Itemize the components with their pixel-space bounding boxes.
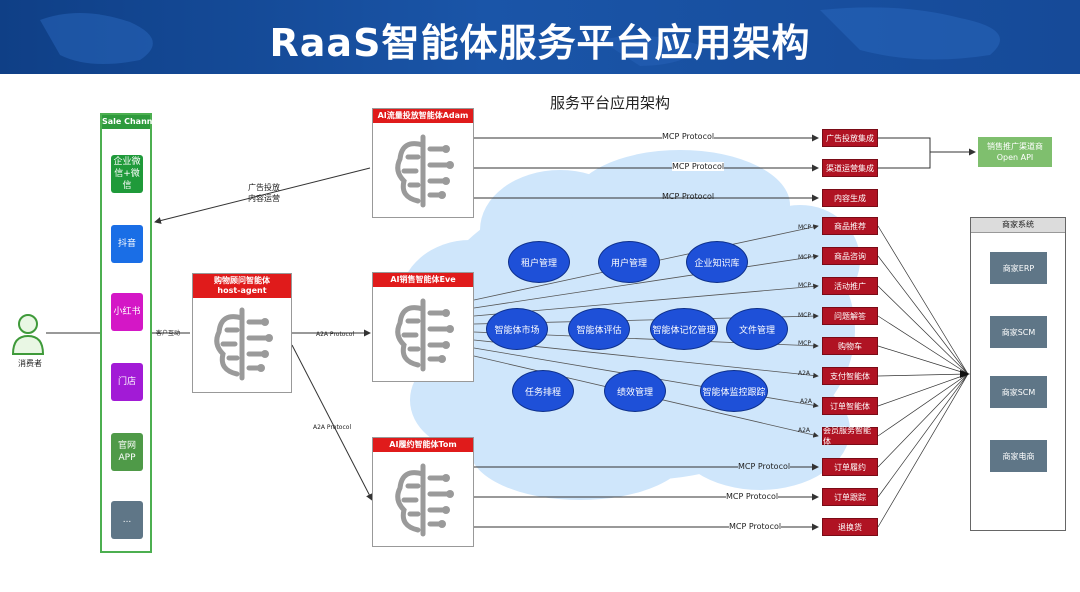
edge-label-mcp-small-1: MCP (798, 224, 811, 231)
edge-label-mcp-2: MCP Protocol (672, 162, 725, 171)
service-fulfillment[interactable]: 订单履约 (822, 458, 878, 476)
edge-label-customer-interaction: 客户互动 (156, 330, 181, 337)
module-task-scheduling[interactable]: 任务排程 (512, 370, 574, 412)
edge-label-a2a-host-tom: A2A Protocol (313, 424, 352, 431)
edge-label-mcp-1: MCP Protocol (662, 132, 715, 141)
module-file-management[interactable]: 文件管理 (726, 308, 788, 350)
edge-label-mcp-3: MCP Protocol (662, 192, 715, 201)
module-agent-evaluation[interactable]: 智能体评估 (568, 308, 630, 350)
brain-chip-icon (395, 463, 454, 537)
sale-channel-title: Sale Channel (102, 115, 161, 129)
module-user-management[interactable]: 用户管理 (598, 241, 660, 283)
edge-label-mcp-small-3: MCP (798, 282, 811, 289)
module-performance[interactable]: 绩效管理 (604, 370, 666, 412)
world-map-decoration (40, 7, 1000, 66)
service-channel-ops[interactable]: 渠道运营集成 (822, 159, 878, 177)
brain-chip-icon (395, 298, 454, 372)
service-promotion[interactable]: 活动推广 (822, 277, 878, 295)
merchant-ecommerce[interactable]: 商家电商 (990, 440, 1047, 472)
channel-wechat[interactable]: 企业微信+微信 (111, 155, 143, 193)
edge-label-a2a-small-3: A2A (798, 427, 811, 434)
brain-chip-icon (395, 134, 454, 208)
merchant-scm[interactable]: 商家SCM (990, 316, 1047, 348)
open-api-box[interactable]: 销售推广渠道商 Open API (978, 137, 1052, 167)
channel-website-app[interactable]: 官网APP (111, 433, 143, 471)
sale-channel-panel: Sale Channel 企业微信+微信 抖音 小红书 门店 官网APP ... (100, 113, 161, 553)
service-qa[interactable]: 问题解答 (822, 307, 878, 325)
host-agent-title: 购物顾问智能体 host-agent (193, 274, 291, 298)
edge-label-mcp-small-4: MCP (798, 312, 811, 319)
page-title: RaaS智能体服务平台应用架构 (269, 21, 811, 65)
service-order-tracking[interactable]: 订单跟踪 (822, 488, 878, 506)
merchant-system-panel: 商家系统 商家ERP 商家SCM 商家SCM 商家电商 (970, 217, 1066, 531)
service-returns[interactable]: 退换货 (822, 518, 878, 536)
service-ad-placement[interactable]: 广告投放集成 (822, 129, 878, 147)
module-agent-memory[interactable]: 智能体记忆管理 (650, 308, 718, 350)
host-agent-card[interactable]: 购物顾问智能体 host-agent (192, 273, 292, 393)
edge-label-mcp-small-2: MCP (798, 254, 811, 261)
adam-agent-card[interactable]: AI流量投放智能体Adam (372, 108, 474, 218)
service-content-gen[interactable]: 内容生成 (822, 189, 878, 207)
tom-agent-title: AI履约智能体Tom (373, 438, 473, 452)
service-member-agent[interactable]: 会员服务智能体 (822, 426, 878, 446)
channel-more[interactable]: ... (111, 501, 143, 539)
module-agent-market[interactable]: 智能体市场 (486, 308, 548, 350)
service-product-recommend[interactable]: 商品推荐 (822, 217, 878, 235)
edge-label-mcp-6: MCP Protocol (729, 522, 782, 531)
tom-agent-card[interactable]: AI履约智能体Tom (372, 437, 474, 547)
edge-label-mcp-4: MCP Protocol (738, 462, 791, 471)
title-banner: RaaS智能体服务平台应用架构 (0, 0, 1080, 74)
module-agent-monitoring[interactable]: 智能体监控跟踪 (700, 370, 768, 412)
channel-xiaohongshu[interactable]: 小红书 (111, 293, 143, 331)
edge-label-a2a-small-2: A2A (800, 398, 813, 405)
edge-label-a2a-host-eve: A2A Protocol (316, 331, 355, 338)
channel-store[interactable]: 门店 (111, 363, 143, 401)
channel-douyin[interactable]: 抖音 (111, 225, 143, 263)
eve-agent-title: AI销售智能体Eve (373, 273, 473, 287)
edge-label-mcp-small-5: MCP (798, 340, 811, 347)
brain-chip-icon (214, 307, 273, 381)
module-knowledge-base[interactable]: 企业知识库 (686, 241, 748, 283)
service-product-consult[interactable]: 商品咨询 (822, 247, 878, 265)
service-payment-agent[interactable]: 支付智能体 (822, 367, 878, 385)
consumer-icon (10, 312, 46, 356)
module-tenant-management[interactable]: 租户管理 (508, 241, 570, 283)
merchant-system-title: 商家系统 (971, 218, 1065, 233)
service-order-agent[interactable]: 订单智能体 (822, 397, 878, 415)
service-cart[interactable]: 购物车 (822, 337, 878, 355)
adam-agent-title: AI流量投放智能体Adam (373, 109, 473, 123)
eve-agent-card[interactable]: AI销售智能体Eve (372, 272, 474, 382)
edge-label-ad-ops: 广告投放 内容运营 (248, 183, 280, 203)
merchant-scm-2[interactable]: 商家SCM (990, 376, 1047, 408)
edge-label-mcp-5: MCP Protocol (726, 492, 779, 501)
consumer-label: 消费者 (18, 359, 42, 368)
merchant-erp[interactable]: 商家ERP (990, 252, 1047, 284)
edge-label-a2a-small-1: A2A (798, 370, 811, 377)
diagram-title: 服务平台应用架构 (549, 94, 670, 112)
